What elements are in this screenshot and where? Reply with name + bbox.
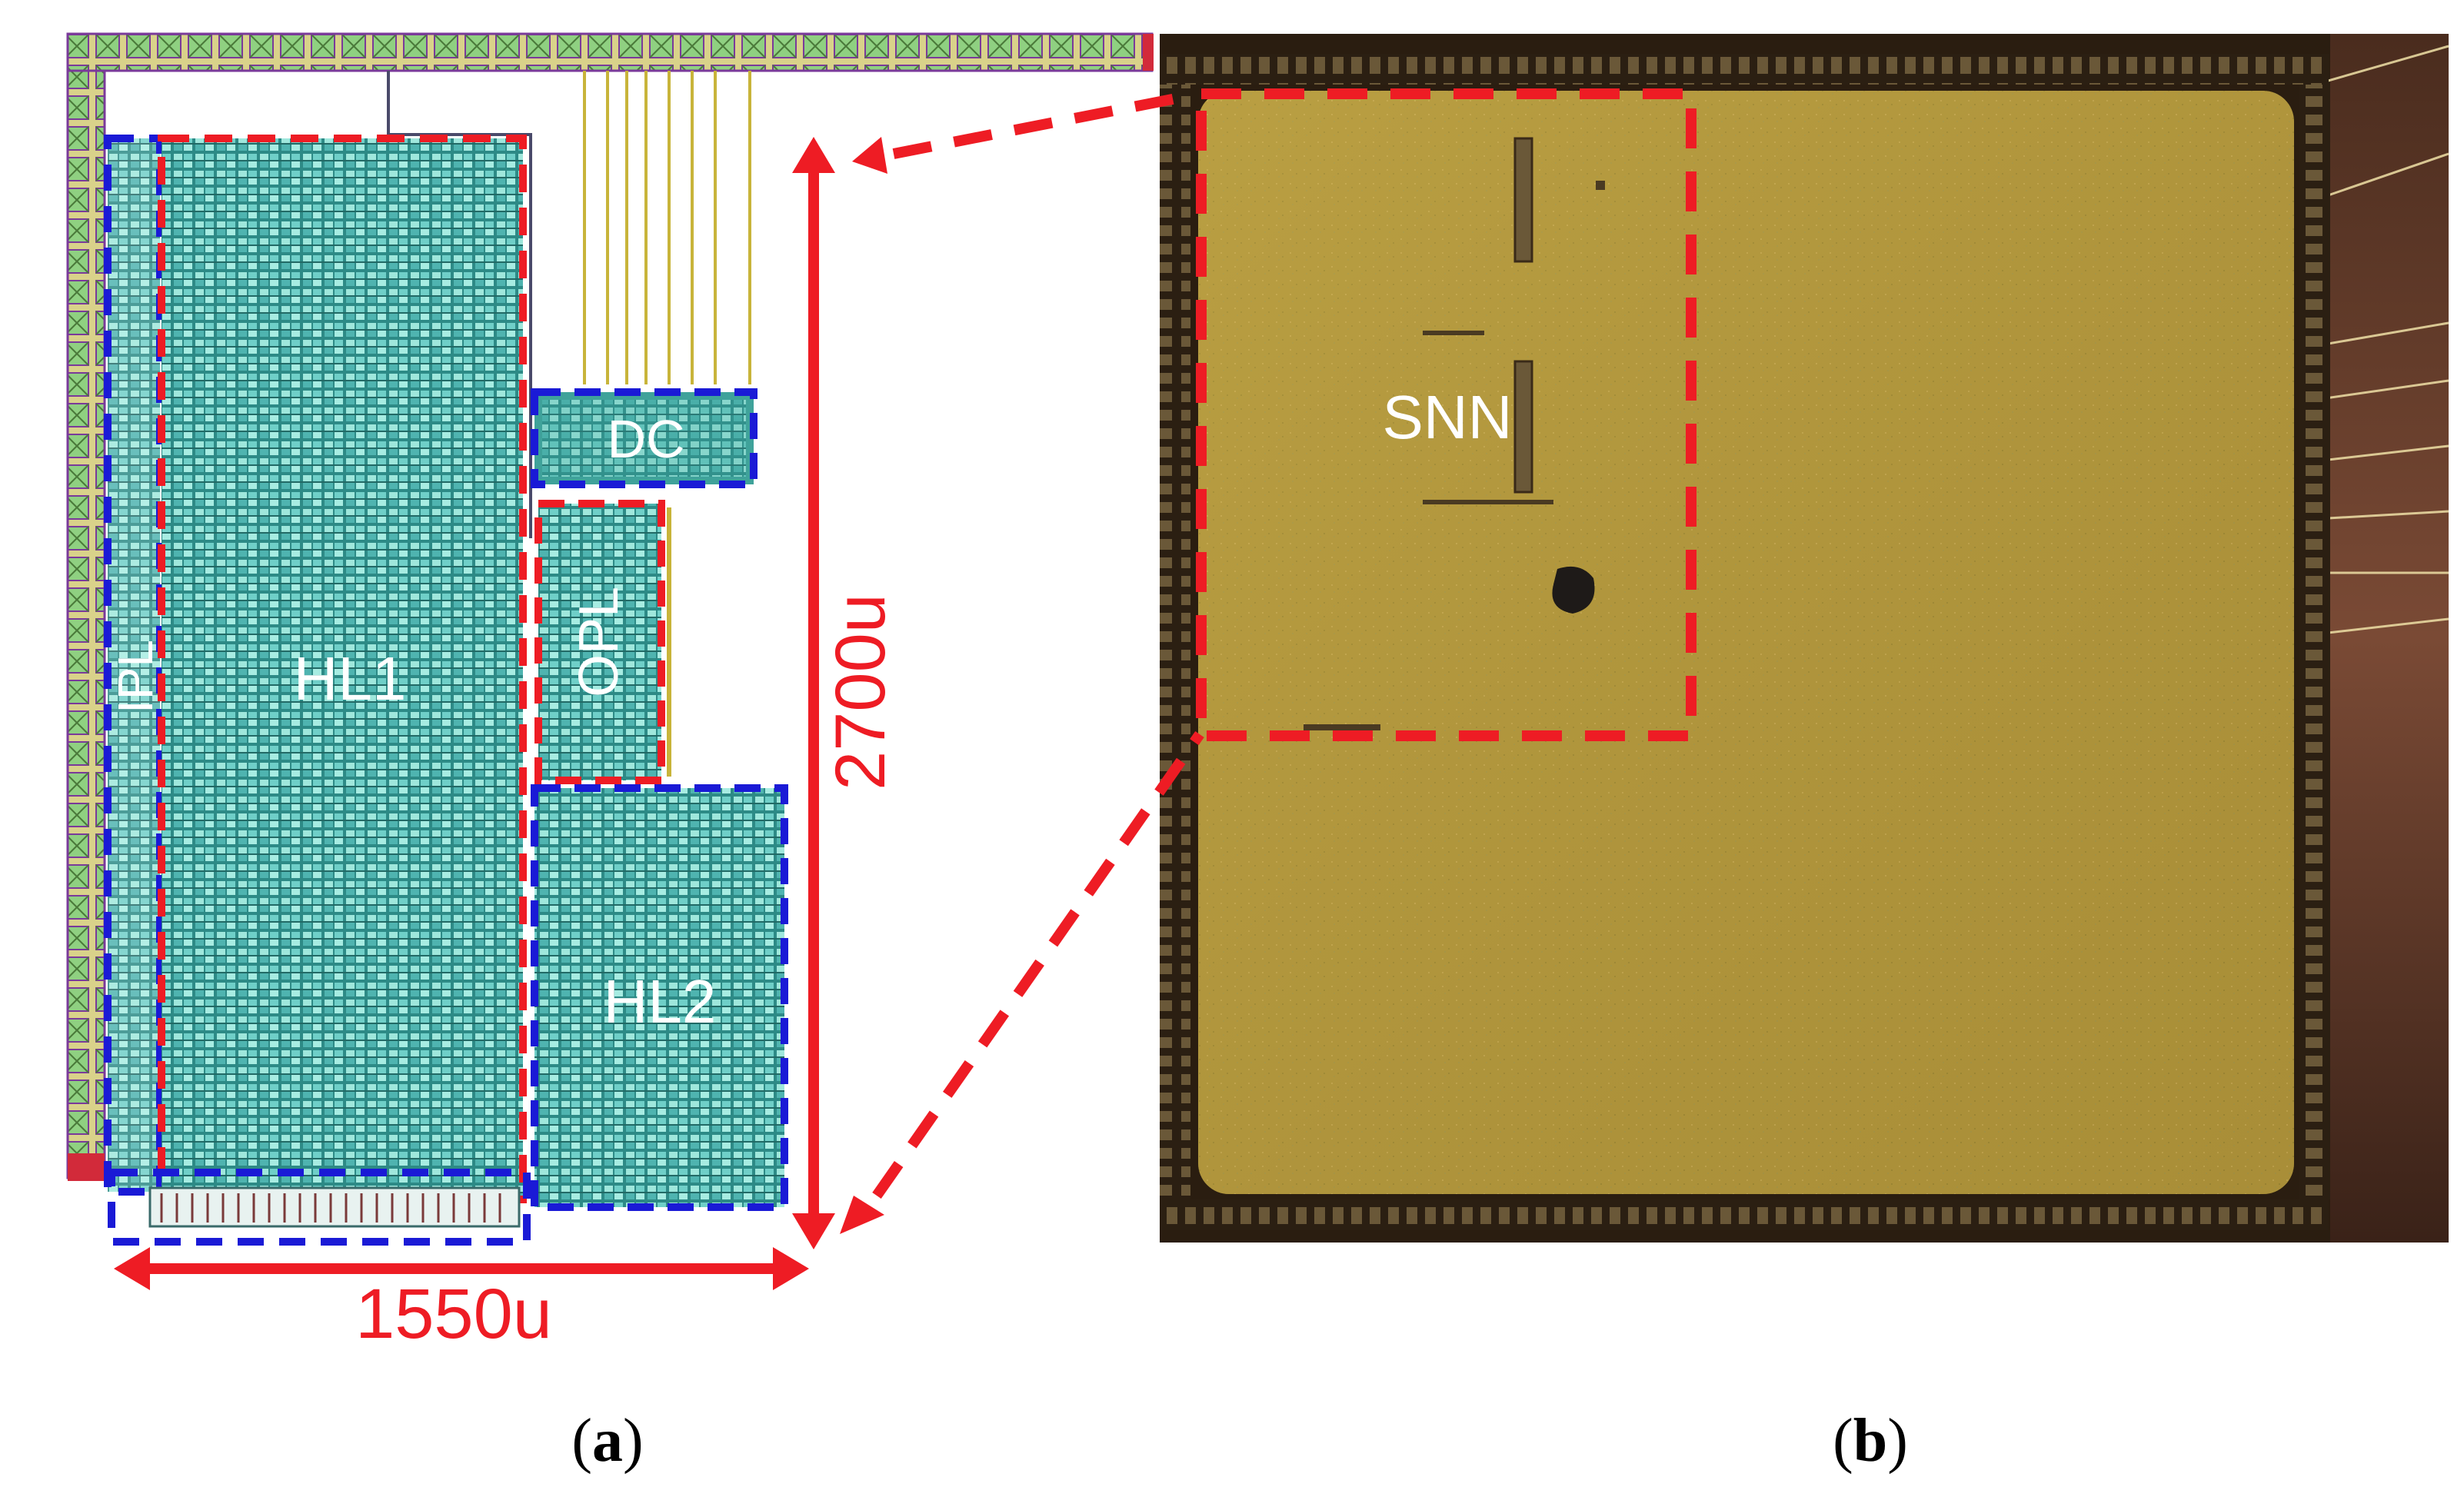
label-ipl: IPL [108,640,163,714]
layout-panel: IPL HL1 DC OPL [66,32,1154,1353]
pad-ring-left [66,69,106,1179]
photo-panel: SNN [1160,34,2449,1243]
caption-a: (a) [571,1407,643,1475]
label-hl1: HL1 [294,644,407,713]
width-dimension: 1550u [114,1247,809,1353]
snn-structures [1304,137,1605,730]
label-dc: DC [607,409,684,469]
height-dimension: 2700u [792,137,900,1249]
height-dimension-label: 2700u [821,594,900,790]
label-opl: OPL [568,587,630,697]
block-ipl [108,138,160,1192]
caption-b: (b) [1833,1407,1908,1475]
label-hl2: HL2 [604,967,717,1036]
block-hl2 [534,788,784,1207]
snn-region-label: SNN [1383,383,1513,451]
block-opl [538,504,661,780]
pad-ring-top [66,32,1154,72]
routing-wires [583,71,751,384]
width-dimension-label: 1550u [355,1275,552,1353]
block-hl1 [161,138,523,1199]
zoom-connectors [840,91,1204,1234]
